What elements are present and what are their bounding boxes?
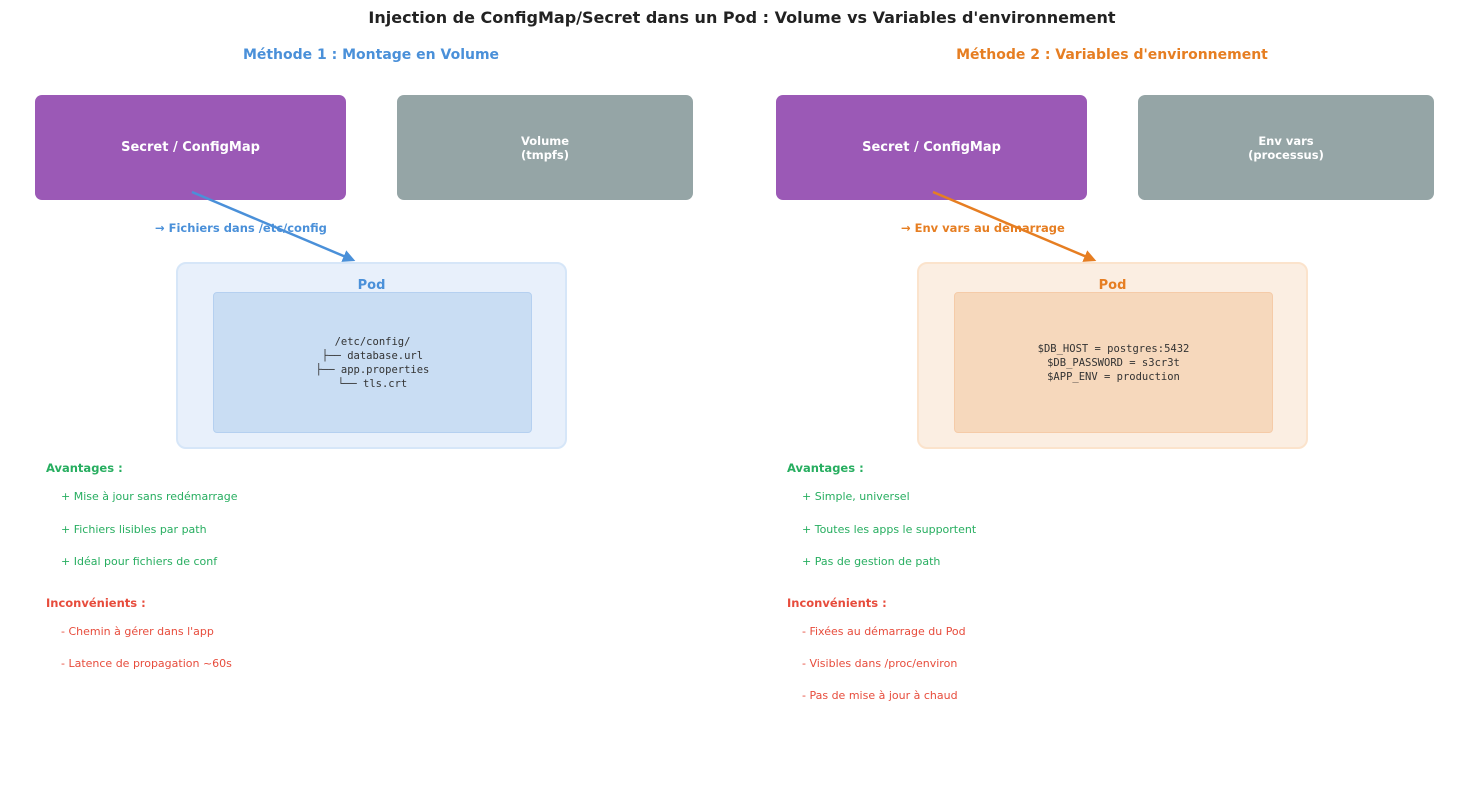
method2-advantage-item: + Toutes les apps le supportent bbox=[802, 523, 977, 536]
method1-drawbacks-title: Inconvénients : bbox=[46, 596, 146, 610]
method1-advantage-item: + Fichiers lisibles par path bbox=[61, 523, 207, 536]
method1-pod-files: /etc/config/ ├── database.url ├── app.pr… bbox=[213, 292, 532, 433]
method2-arrow bbox=[932, 190, 1097, 262]
method1-advantages-title: Avantages : bbox=[46, 461, 123, 475]
method1-volume-box: Volume (tmpfs) bbox=[397, 95, 693, 200]
method1-title: Méthode 1 : Montage en Volume bbox=[242, 47, 500, 63]
method1-pod: Pod /etc/config/ ├── database.url ├── ap… bbox=[176, 262, 567, 449]
method2-env-list: $DB_HOST = postgres:5432 $DB_PASSWORD = … bbox=[1037, 342, 1190, 383]
method2-advantage-item: + Pas de gestion de path bbox=[802, 555, 941, 568]
method1-advantage-item: + Mise à jour sans redémarrage bbox=[61, 490, 238, 503]
method2-pod-env: $DB_HOST = postgres:5432 $DB_PASSWORD = … bbox=[954, 292, 1273, 433]
method2-title: Méthode 2 : Variables d'environnement bbox=[956, 47, 1268, 63]
method1-advantage-item: + Idéal pour fichiers de conf bbox=[61, 555, 218, 568]
method1-arrow bbox=[191, 190, 356, 262]
method2-advantages-title: Avantages : bbox=[787, 461, 864, 475]
method2-drawback-item: - Visibles dans /proc/environ bbox=[802, 657, 958, 670]
method2-advantage-item: + Simple, universel bbox=[802, 490, 910, 503]
method1-file-tree: /etc/config/ ├── database.url ├── app.pr… bbox=[315, 335, 430, 390]
diagram-title: Injection de ConfigMap/Secret dans un Po… bbox=[368, 8, 1116, 27]
method2-env-vars-box: Env vars (processus) bbox=[1138, 95, 1434, 200]
method1-pod-title: Pod bbox=[357, 278, 386, 293]
method2-drawbacks-title: Inconvénients : bbox=[787, 596, 887, 610]
method2-secret-configmap-box: Secret / ConfigMap bbox=[776, 95, 1087, 200]
method2-drawback-item: - Pas de mise à jour à chaud bbox=[802, 689, 958, 702]
method1-drawback-item: - Chemin à gérer dans l'app bbox=[61, 625, 214, 638]
method2-pod: Pod $DB_HOST = postgres:5432 $DB_PASSWOR… bbox=[917, 262, 1308, 449]
method2-drawback-item: - Fixées au démarrage du Pod bbox=[802, 625, 966, 638]
method1-drawback-item: - Latence de propagation ~60s bbox=[61, 657, 232, 670]
method2-pod-title: Pod bbox=[1098, 278, 1127, 293]
method1-secret-configmap-box: Secret / ConfigMap bbox=[35, 95, 346, 200]
